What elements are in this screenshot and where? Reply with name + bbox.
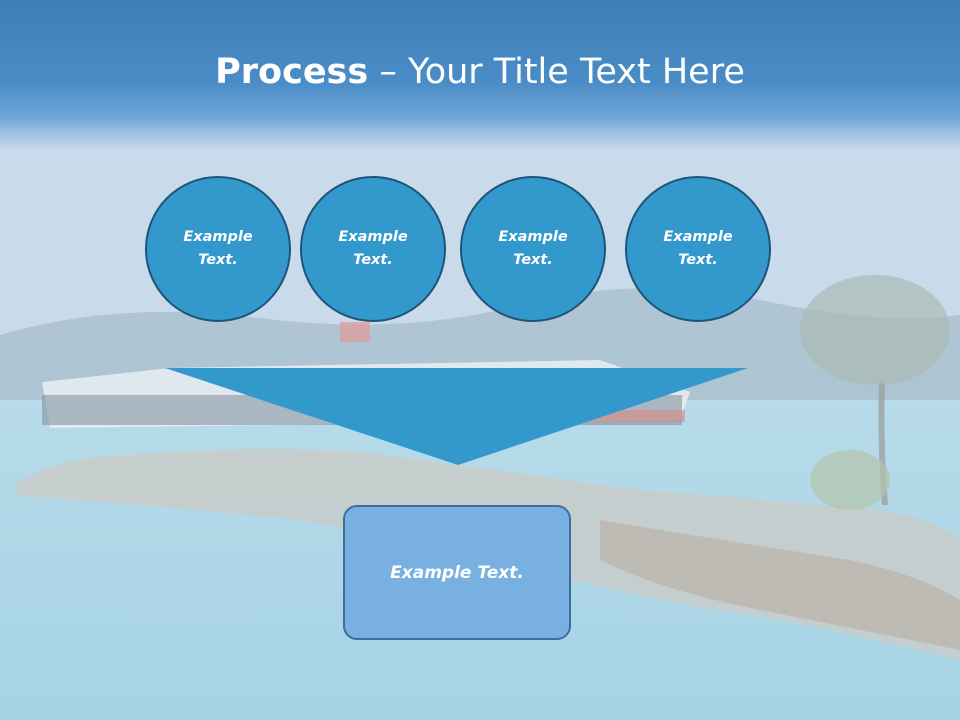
process-circle-2-text: Example Text.	[338, 229, 408, 268]
result-box-text: Example Text.	[390, 562, 524, 583]
process-circle-2: Example Text.	[300, 176, 446, 322]
result-box: Example Text.	[343, 505, 571, 640]
slide-title: Process – Your Title Text Here	[0, 52, 960, 92]
process-circle-1-text: Example Text.	[183, 229, 253, 268]
title-bar	[0, 0, 960, 150]
title-rest-part: – Your Title Text Here	[368, 52, 745, 92]
process-circle-3-text: Example Text.	[498, 229, 568, 268]
process-circle-1: Example Text.	[145, 176, 291, 322]
process-circle-4-text: Example Text.	[663, 229, 733, 268]
process-circle-4: Example Text.	[625, 176, 771, 322]
title-bold-part: Process	[215, 52, 369, 92]
process-circle-3: Example Text.	[460, 176, 606, 322]
